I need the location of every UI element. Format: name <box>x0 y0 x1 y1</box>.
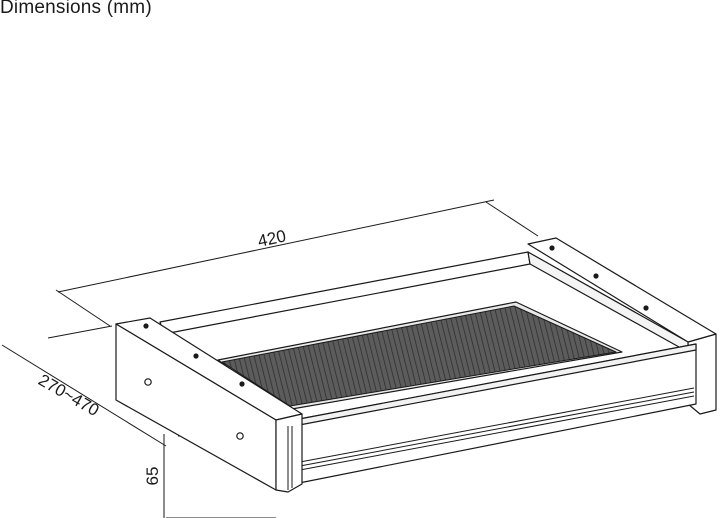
side-mount-hole <box>144 378 152 386</box>
right-bracket-plate <box>527 237 717 343</box>
screw-holes <box>143 245 649 387</box>
width-dimension <box>55 199 539 327</box>
width-extension-line-left <box>55 289 111 327</box>
drawer-body <box>115 237 717 493</box>
screw-hole <box>193 353 199 359</box>
width-label: 420 <box>256 226 288 250</box>
screw-hole <box>549 245 555 251</box>
depth-label: 270~470 <box>35 370 102 420</box>
side-mount-hole <box>236 432 244 440</box>
page-title: Dimensions (mm) <box>0 0 152 18</box>
width-extension-line-right <box>485 201 539 237</box>
width-dimension-line <box>57 199 495 293</box>
screw-hole <box>143 323 149 329</box>
depth-extension-line-top <box>47 325 113 339</box>
height-label: 65 <box>143 467 162 486</box>
depth-dimension-line <box>1 344 167 447</box>
ribbed-mat <box>221 305 617 407</box>
front-panel-grooves <box>299 387 695 471</box>
screw-hole <box>643 305 649 311</box>
screw-hole <box>239 381 245 387</box>
side-mount-holes <box>144 378 244 440</box>
screw-hole <box>593 273 599 279</box>
left-front-post <box>275 413 303 493</box>
